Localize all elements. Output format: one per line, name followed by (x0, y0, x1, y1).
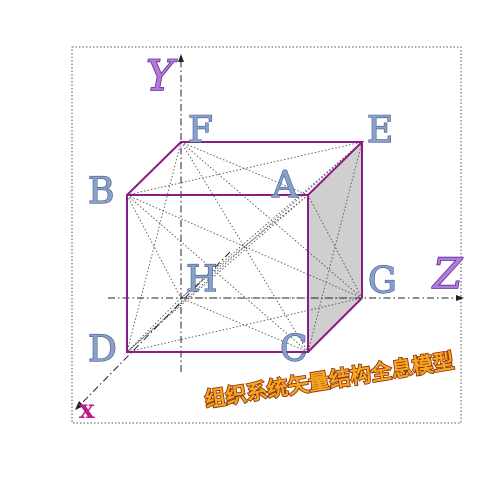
right-face (308, 142, 362, 352)
axis-label-y: Y (146, 51, 178, 100)
vertex-label-a: A (271, 165, 299, 206)
vertex-label-g: G (368, 261, 397, 302)
vertex-label-d: D (88, 329, 117, 370)
z-axis-arrow (456, 295, 464, 301)
y-axis-arrow (178, 54, 184, 62)
model-caption: 组织系统矢量结构全息模型 (203, 349, 456, 412)
axes (79, 60, 458, 406)
x-axis (79, 251, 231, 406)
cube-edges (126, 141, 365, 353)
axis-label-x: x (79, 395, 95, 425)
axis-label-z: Z (431, 249, 463, 298)
vertex-label-e: E (367, 110, 393, 151)
diagram-frame (71, 46, 462, 424)
vertex-label-f: F (188, 110, 213, 151)
vertex-label-h: H (186, 259, 217, 300)
vertex-label-c: C (280, 329, 308, 370)
vertex-label-b: B (88, 171, 114, 212)
x-axis-arrow (75, 401, 84, 410)
